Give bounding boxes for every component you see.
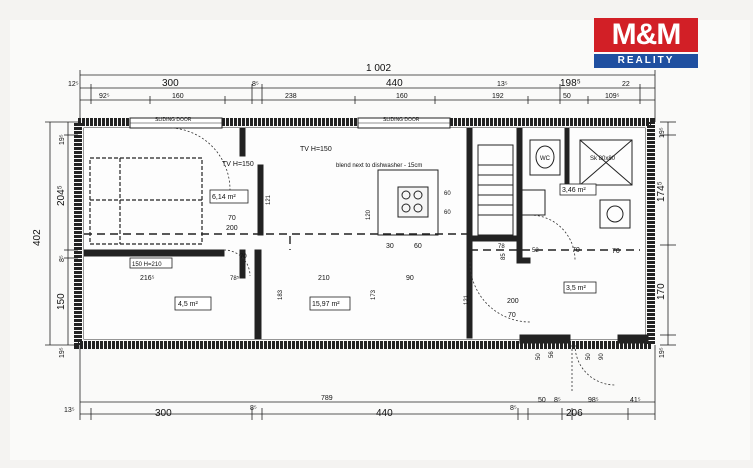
logo-mark: M&M: [594, 18, 698, 52]
area-bath-box: [559, 183, 597, 196]
dim-int-11: 70: [508, 312, 516, 319]
dim-int-30: 90: [599, 353, 605, 360]
dim-bottom-total-2: 206: [566, 408, 583, 419]
dim-top-r2-4: 192: [492, 93, 504, 100]
dim-left-mid-wall: 8⁵: [59, 255, 66, 262]
dim-top-r1-3: 440: [386, 78, 403, 89]
dim-int-10: 200: [507, 298, 519, 305]
dim-int-18: 60: [444, 210, 451, 216]
label-shower: Sk 80x80: [590, 156, 616, 162]
area-bath: 3,46 m²: [562, 187, 586, 194]
area-hall-box: [563, 281, 597, 294]
dim-int-21: 78: [498, 244, 505, 250]
sliding-door-2: [357, 117, 451, 129]
dim-bottom-4: 8⁵: [510, 405, 517, 412]
dim-right-3: 19⁵: [659, 347, 666, 358]
dim-int-22: 121: [464, 294, 470, 305]
kitchen-counter: [377, 144, 546, 236]
dim-int-24: 70: [572, 247, 580, 254]
dim-right-2: 170: [656, 283, 667, 300]
bottom-dimensions: [79, 345, 656, 420]
door-arcs: [171, 127, 616, 392]
dim-int-25: 85: [501, 253, 507, 260]
dim-int-0: 121: [266, 194, 272, 205]
dim-top-r2-2: 238: [285, 93, 297, 100]
dim-right-1: 174⁵: [656, 181, 667, 202]
dim-bottom-0: 13⁵: [64, 407, 75, 414]
dim-bottom-2: 8⁵: [250, 405, 257, 412]
right-dimensions: [660, 121, 676, 346]
dim-int-20: 60: [414, 243, 422, 250]
area-living-box: [309, 296, 351, 311]
area-living: 15,97 m²: [312, 301, 340, 308]
dim-left-top-wall: 19⁵: [59, 134, 66, 145]
bed: [89, 157, 203, 245]
dim-int-27: 50: [536, 353, 542, 360]
dim-top-r2-0: 92⁵: [99, 93, 110, 100]
door-210-box: [129, 257, 173, 269]
dim-top-r2-5: 50: [563, 93, 571, 100]
dim-int-5: 216⁵: [140, 275, 155, 282]
dim-bottom-6: 8⁵: [554, 397, 561, 404]
dim-int-16: 120: [366, 209, 372, 220]
mm-reality-logo: M&M REALITY: [594, 18, 698, 68]
dim-bottom-7: 98⁵: [588, 397, 599, 404]
dim-int-23: 52: [532, 248, 539, 254]
dim-int-9: 70: [240, 254, 247, 260]
area-hall: 3,5 m²: [566, 285, 587, 292]
dim-int-3: 210: [318, 275, 330, 282]
dim-left-upper: 204⁵: [56, 185, 67, 206]
interior-dimensions: 121 183 173 210 90 216⁵ 78⁵ 70 200 70 20…: [140, 191, 620, 360]
dim-int-29: 50: [586, 353, 592, 360]
dim-int-6: 78⁵: [230, 275, 240, 282]
label-tv-1: TV H=150: [222, 161, 254, 168]
dim-bottom-5: 50: [538, 397, 546, 404]
dim-int-2: 173: [371, 289, 377, 300]
bathroom-fixtures: [529, 139, 633, 229]
dim-int-28: 56: [549, 351, 555, 358]
dim-int-12: 70: [612, 248, 620, 255]
dim-top-r2-6: 109⁵: [605, 93, 620, 100]
dim-left-total: 402: [32, 229, 43, 246]
logo-subtitle: REALITY: [594, 54, 698, 68]
partition-dashes: [84, 233, 640, 251]
label-blend: blend next to dishwasher - 15cm: [336, 163, 422, 169]
dim-int-19: 30: [386, 243, 394, 250]
area-bed: 6,14 m²: [212, 194, 236, 201]
dim-top-r1-6: 22: [622, 81, 630, 88]
dim-int-17: 60: [444, 191, 451, 197]
dim-bottom-3: 440: [376, 408, 393, 419]
sliding-door-2-label: SLIDING DOOR: [383, 117, 420, 123]
dim-top-total: 1 002: [366, 63, 391, 74]
dim-top-r1-5: 198⁵: [560, 78, 581, 89]
dim-int-1: 183: [278, 289, 284, 300]
dim-int-4: 90: [406, 275, 414, 282]
area-small: 4,5 m²: [178, 301, 199, 308]
area-bed-box: [209, 189, 249, 204]
dim-right-0: 19⁵: [659, 127, 666, 138]
dim-bottom-8: 41⁵: [630, 397, 641, 404]
area-small-box: [174, 296, 212, 311]
dim-bottom-1: 300: [155, 408, 172, 419]
dim-int-7: 70: [228, 215, 236, 222]
dim-bottom-total: 789: [321, 395, 333, 402]
label-wc: WC: [540, 156, 551, 162]
dim-top-r1-1: 300: [162, 78, 179, 89]
dim-top-r1-0: 12⁵: [68, 81, 79, 88]
top-dimensions: [79, 70, 656, 122]
dim-left-bottom-wall: 19⁵: [59, 347, 66, 358]
dim-left-lower: 150: [56, 293, 67, 310]
dim-top-r2-3: 160: [396, 93, 408, 100]
dim-top-r1-4: 13⁵: [497, 81, 508, 88]
dim-top-r2-1: 160: [172, 93, 184, 100]
sliding-door-1-label: SLIDING DOOR: [155, 117, 192, 123]
label-door-210: 150 H=210: [132, 262, 162, 268]
dim-top-r1-2: 8⁵: [252, 81, 259, 88]
label-tv-2: TV H=150: [300, 146, 332, 153]
dim-int-8: 200: [226, 225, 238, 232]
